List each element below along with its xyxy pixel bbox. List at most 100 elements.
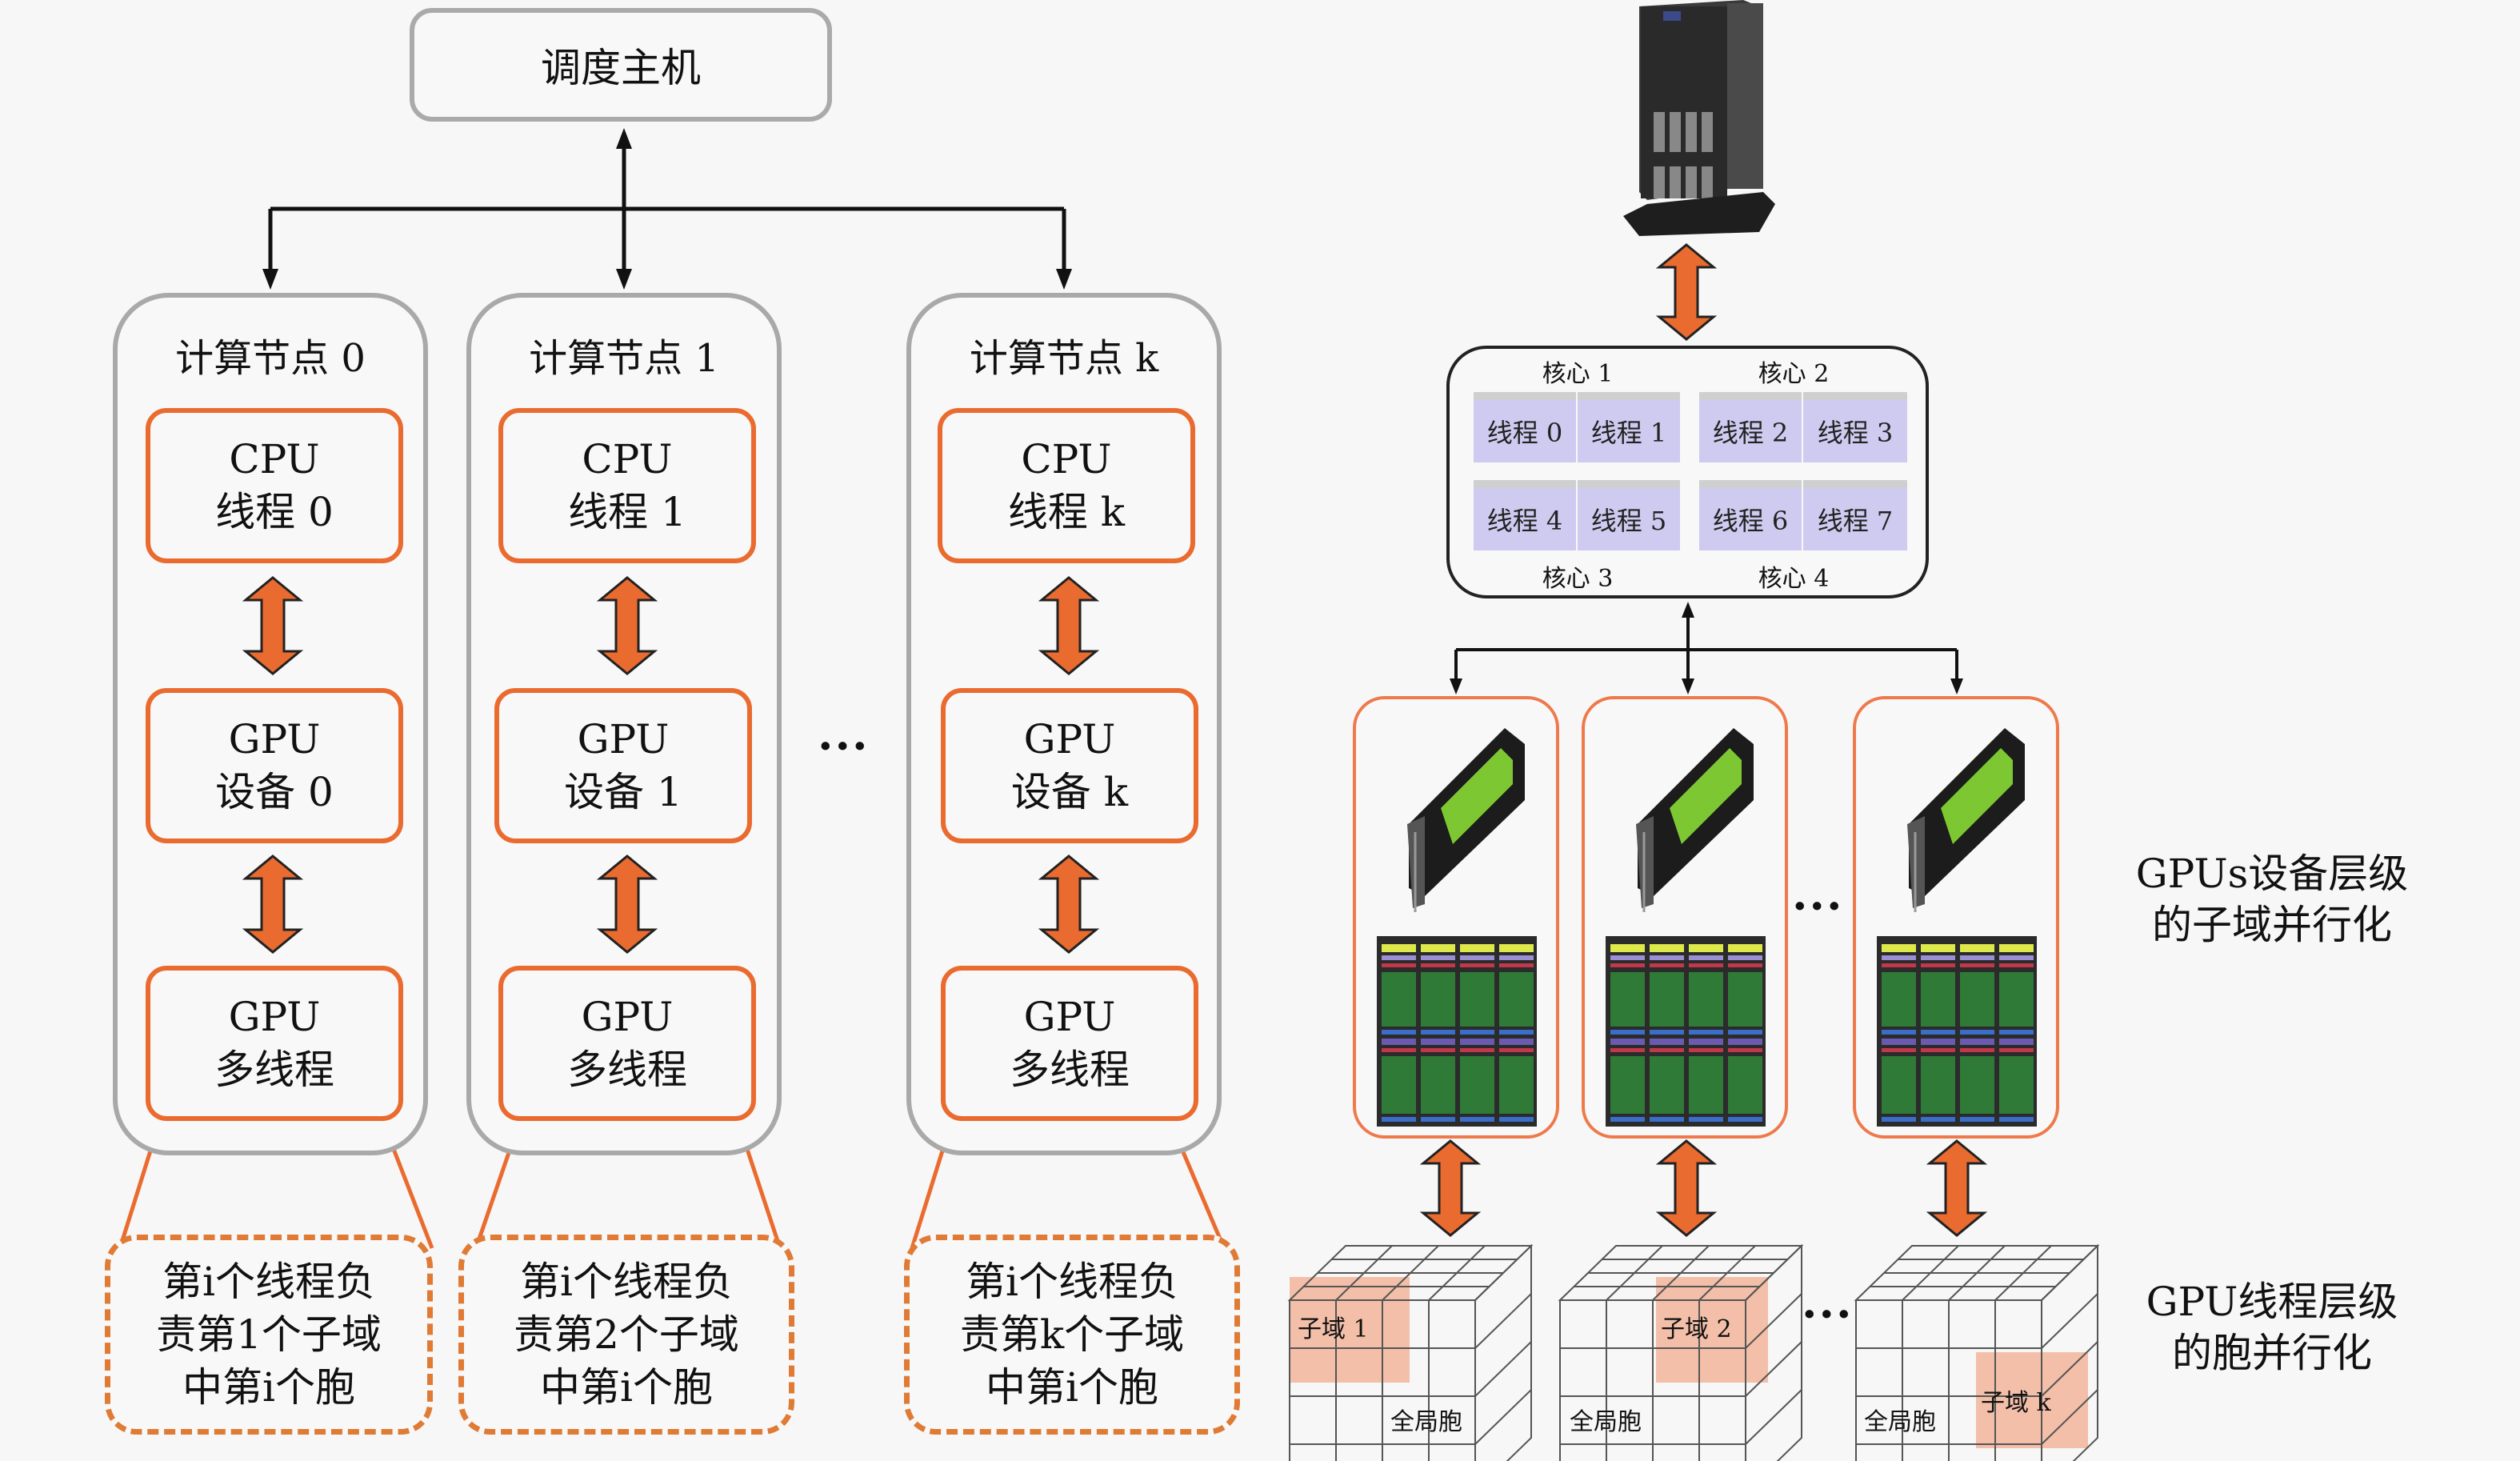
grid-cube xyxy=(1287,1243,1534,1461)
thread-cell[interactable]: 线程 6 xyxy=(1699,480,1802,550)
arrowhead-node-k xyxy=(1056,269,1072,290)
arrowhead-gpu-k xyxy=(1950,678,1963,694)
subdomain-highlight xyxy=(1290,1277,1410,1383)
task-line: 中第i个胞 xyxy=(182,1364,355,1411)
gpu-multithread-box[interactable]: GPU 多线程 xyxy=(941,966,1198,1121)
task-line: 中第i个胞 xyxy=(986,1364,1158,1411)
box-line: CPU xyxy=(582,436,673,482)
thread-cell[interactable]: 线程 3 xyxy=(1803,392,1907,462)
arrowhead-gpu-1 xyxy=(1450,678,1462,694)
core-label: 核心 3 xyxy=(1542,565,1614,593)
server-tower-icon xyxy=(1623,0,1775,236)
thread-cell[interactable]: 线程 5 xyxy=(1578,480,1680,550)
grid-cube xyxy=(1854,1243,2100,1461)
node-title: 计算节点 1 xyxy=(529,336,719,381)
cpu-thread-box[interactable]: CPU 线程 1 xyxy=(498,408,756,563)
gpu-board-icon xyxy=(1907,728,2025,912)
gpu-die-icon xyxy=(1606,936,1766,1127)
box-line: GPU xyxy=(228,994,321,1040)
arrowhead-node-1 xyxy=(616,269,632,290)
thread-task-box-1[interactable]: 第i个线程负 责第1个子域 中第i个胞 xyxy=(105,1235,433,1435)
task-line: 责第1个子域 xyxy=(156,1311,382,1358)
label-line: GPUs设备层级 xyxy=(2135,851,2409,897)
box-line: 线程 0 xyxy=(215,489,334,535)
box-line: 设备 1 xyxy=(564,769,682,815)
box-line: CPU xyxy=(1021,436,1112,482)
box-line: GPU xyxy=(228,716,321,763)
arrowhead-up-cores xyxy=(1682,602,1694,618)
thread-cell[interactable]: 线程 1 xyxy=(1578,392,1680,462)
global-cell-label: 全局胞 xyxy=(1390,1408,1462,1436)
scheduler-arrowheads xyxy=(262,128,1072,290)
box-line: GPU xyxy=(581,994,674,1040)
box-line: 设备 k xyxy=(1010,769,1129,815)
task-line: 责第2个子域 xyxy=(514,1311,739,1358)
core-tree-arrowheads xyxy=(1450,602,1963,694)
gpu-board-icon xyxy=(1636,728,1754,912)
scheduler-host-box[interactable]: 调度主机 xyxy=(410,8,832,122)
global-cell-label: 全局胞 xyxy=(1864,1408,1936,1436)
global-cell-label: 全局胞 xyxy=(1570,1408,1642,1436)
subdomain-label-k: 子域 k xyxy=(1981,1389,2051,1417)
arrowhead-up-scheduler xyxy=(616,128,632,149)
gpu-device-box[interactable]: GPU 设备 k xyxy=(941,688,1198,843)
task-line: 第i个线程负 xyxy=(966,1259,1178,1305)
task-line: 责第k个子域 xyxy=(959,1311,1185,1358)
gpu-die-icon xyxy=(1877,936,2037,1127)
gpu-card-icon xyxy=(1606,728,1766,1127)
node-title: 计算节点 k xyxy=(969,336,1159,381)
core-label: 核心 4 xyxy=(1758,565,1830,593)
thread-task-box-k[interactable]: 第i个线程负 责第k个子域 中第i个胞 xyxy=(904,1235,1240,1435)
thread-cell[interactable]: 线程 4 xyxy=(1474,480,1576,550)
arrowhead-gpu-2 xyxy=(1682,678,1694,694)
box-line: GPU xyxy=(577,716,670,763)
subdomain-label-2: 子域 2 xyxy=(1661,1315,1732,1343)
node-title: 计算节点 0 xyxy=(175,336,366,381)
box-line: 多线程 xyxy=(1010,1047,1130,1093)
scheduler-host-label: 调度主机 xyxy=(541,45,701,91)
arrowhead-node-0 xyxy=(262,269,278,290)
label-line: 的子域并行化 xyxy=(2152,902,2392,948)
box-line: GPU xyxy=(1023,716,1116,763)
box-line: GPU xyxy=(1023,994,1116,1040)
thread-cell[interactable]: 线程 2 xyxy=(1699,392,1802,462)
thread-level-label: GPU线程层级 的胞并行化 xyxy=(2096,1276,2448,1379)
box-line: 多线程 xyxy=(567,1047,687,1093)
label-line: GPU线程层级 xyxy=(2146,1279,2398,1325)
gpu-ellipsis: ··· xyxy=(1792,880,1844,933)
gpu-multithread-box[interactable]: GPU 多线程 xyxy=(146,966,403,1121)
core-tree-lines xyxy=(1454,612,1958,680)
box-line: CPU xyxy=(229,436,320,482)
label-line: 的胞并行化 xyxy=(2172,1330,2372,1376)
subdomain-highlight xyxy=(1656,1277,1768,1383)
core-label: 核心 2 xyxy=(1758,360,1830,388)
box-line: 线程 k xyxy=(1007,489,1126,535)
gpu-multithread-box[interactable]: GPU 多线程 xyxy=(498,966,756,1121)
thread-cell[interactable]: 线程 0 xyxy=(1474,392,1576,462)
thread-cell[interactable]: 线程 7 xyxy=(1803,480,1907,550)
gpu-card-icon xyxy=(1877,728,2037,1127)
gpu-board-icon xyxy=(1407,728,1525,912)
grid-cube xyxy=(1558,1243,1804,1461)
gpu-device-box[interactable]: GPU 设备 0 xyxy=(146,688,403,843)
cpu-cores-box[interactable]: 核心 1 核心 2 核心 3 核心 4 线程 0 线程 1 线程 2 线程 3 … xyxy=(1446,346,1929,598)
task-line: 第i个线程负 xyxy=(162,1259,375,1305)
thread-task-box-2[interactable]: 第i个线程负 责第2个子域 中第i个胞 xyxy=(458,1235,794,1435)
cpu-thread-box[interactable]: CPU 线程 0 xyxy=(146,408,403,563)
task-line: 第i个线程负 xyxy=(520,1259,733,1305)
gpu-card-icon xyxy=(1377,728,1537,1127)
task-line: 中第i个胞 xyxy=(540,1364,713,1411)
cpu-thread-box[interactable]: CPU 线程 k xyxy=(938,408,1195,563)
gpu-die-icon xyxy=(1377,936,1537,1127)
subdomain-label-1: 子域 1 xyxy=(1298,1315,1369,1343)
grid-ellipsis: ··· xyxy=(1802,1288,1854,1341)
box-line: 多线程 xyxy=(214,1047,334,1093)
box-line: 设备 0 xyxy=(215,769,334,815)
device-level-label: GPUs设备层级 的子域并行化 xyxy=(2096,848,2448,951)
core-label: 核心 1 xyxy=(1542,360,1614,388)
gpu-device-box[interactable]: GPU 设备 1 xyxy=(494,688,752,843)
box-line: 线程 1 xyxy=(568,489,686,535)
node-ellipsis: ··· xyxy=(818,720,870,773)
